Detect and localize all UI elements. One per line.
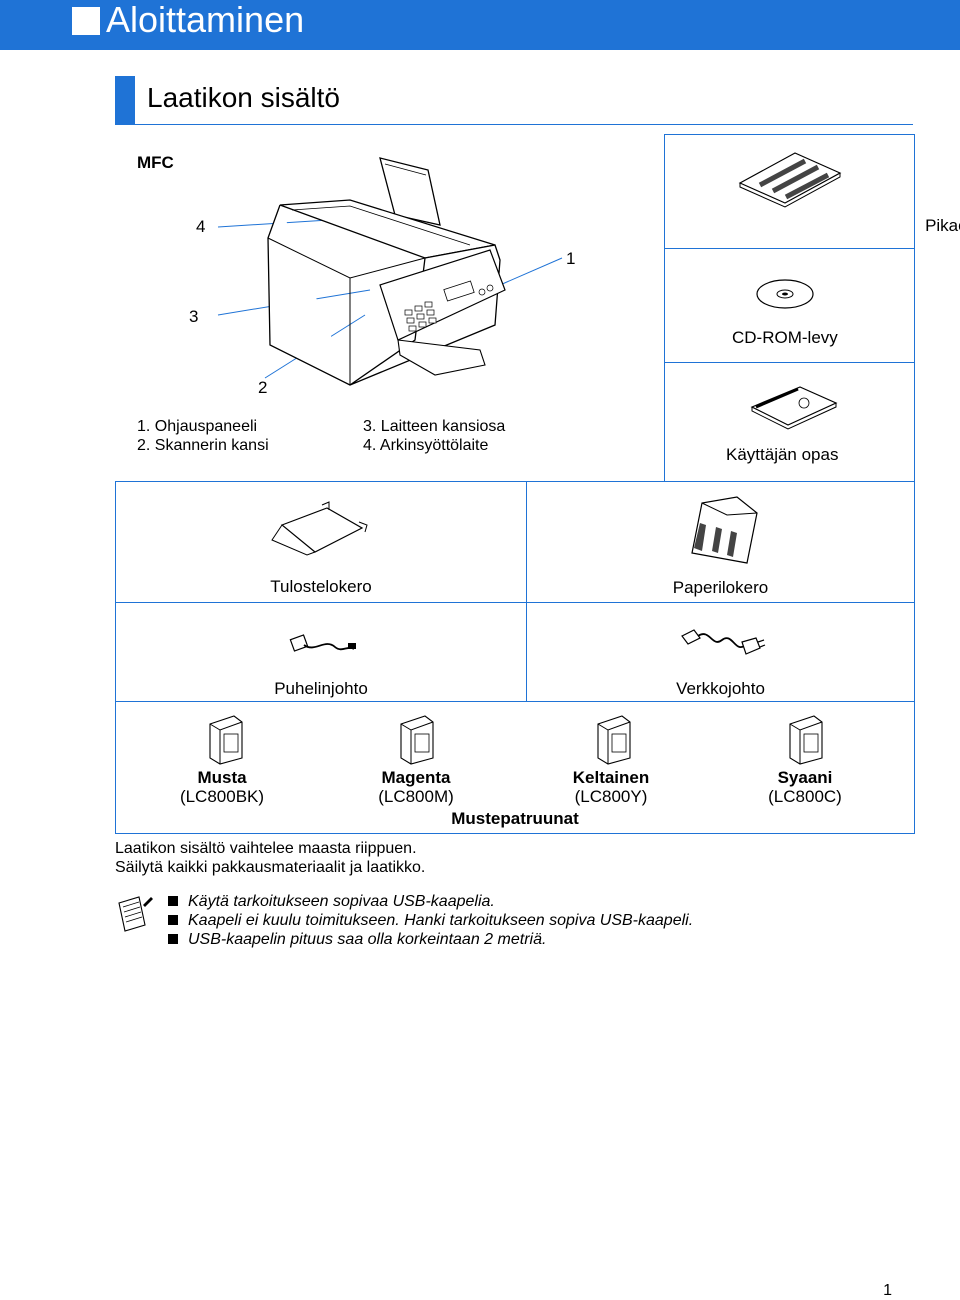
bullet-item: Kaapeli ei kuulu toimitukseen. Hanki tar… — [168, 912, 693, 930]
callout-4: 4 — [196, 217, 206, 236]
callout-1: 1 — [566, 249, 576, 268]
label-puhelinjohto: Puhelinjohto — [274, 679, 368, 698]
user-manual-icon — [750, 386, 838, 430]
cartridge-code: (LC800Y) — [574, 787, 648, 806]
label-verkkojohto: Verkkojohto — [676, 679, 765, 698]
cartridges-group-label: Mustepatruunat — [451, 809, 579, 828]
quick-guide-icon — [738, 152, 842, 208]
callout-2: 2 — [258, 378, 268, 397]
output-tray-icon — [271, 501, 368, 556]
bullet-item: Käytä tarkoitukseen sopivaa USB-kaapelia… — [168, 893, 495, 911]
section-accent-bar — [115, 76, 135, 124]
bullet-square-icon — [168, 896, 178, 906]
label-pikaopas: Pikaopas — [925, 216, 960, 235]
cartridge-name: Syaani — [777, 768, 833, 787]
bullet-square-icon — [168, 915, 178, 925]
legend-item-4: 4. Arkinsyöttölaite — [363, 437, 489, 454]
section-heading: Laatikon sisältö — [115, 76, 913, 125]
note-line-1: Laatikon sisältö vaihtelee maasta riippu… — [115, 840, 417, 857]
cartridge-name: Keltainen — [572, 768, 650, 787]
page-number: 1 — [883, 1282, 892, 1299]
section-title: Laatikon sisältö — [147, 82, 341, 113]
phone-cord-icon — [289, 634, 356, 652]
cartridge-code: (LC800M) — [378, 787, 454, 806]
mfc-printer-illustration — [217, 157, 563, 386]
cartridge-icon — [597, 715, 631, 765]
callout-3: 3 — [189, 307, 199, 326]
header-bar: Aloittaminen — [0, 0, 960, 50]
notepad-icon — [118, 896, 153, 932]
cartridge-name: Magenta — [381, 768, 451, 787]
frame-cartridges — [115, 701, 915, 834]
paper-tray-icon — [691, 496, 758, 564]
page-title: Aloittaminen — [106, 0, 305, 40]
label-manual: Käyttäjän opas — [726, 445, 839, 464]
cartridge-code: (LC800BK) — [179, 787, 265, 806]
mfc-label: MFC — [137, 153, 174, 172]
power-cord-icon — [681, 629, 766, 655]
bullet-item: USB-kaapelin pituus saa olla korkeintaan… — [168, 931, 546, 949]
cartridge-name: Musta — [197, 768, 247, 787]
bullet-square-icon — [168, 934, 178, 944]
legend-item-1: 1. Ohjauspaneeli — [137, 418, 258, 435]
cartridge-icon — [400, 715, 434, 765]
header-square-icon — [72, 7, 100, 35]
legend-item-2: 2. Skannerin kansi — [137, 437, 269, 454]
section-rule — [115, 124, 913, 125]
cartridge-icon — [789, 715, 823, 765]
cartridge-code: (LC800C) — [768, 787, 842, 806]
cdrom-icon — [756, 279, 814, 309]
legend-item-3: 3. Laitteen kansiosa — [363, 418, 506, 435]
note-line-2: Säilytä kaikki pakkausmateriaalit ja laa… — [115, 859, 426, 876]
label-paperilokero: Paperilokero — [672, 578, 769, 597]
cartridge-icon — [209, 715, 243, 765]
label-cdrom: CD-ROM-levy — [732, 328, 838, 347]
label-tulostelokero: Tulostelokero — [270, 577, 372, 596]
